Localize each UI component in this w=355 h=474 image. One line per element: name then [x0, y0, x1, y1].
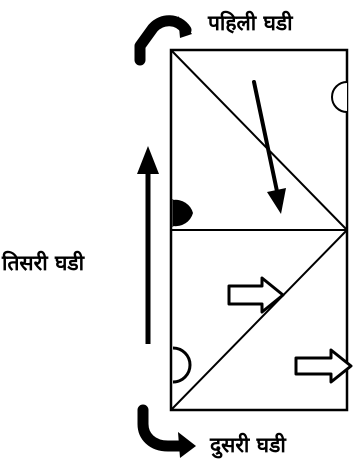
- first-fold-hook-icon: [134, 15, 192, 66]
- second-fold-hook-icon: [137, 404, 196, 458]
- third-fold-up-arrow-icon: [137, 146, 159, 344]
- filled-semicircle-bottom-icon: [173, 213, 193, 227]
- outline-right-arrow-icon: [294, 348, 353, 384]
- down-arrow-icon: [252, 80, 286, 214]
- second-fold-hook-tip-icon: [178, 432, 196, 458]
- first-fold-label: पहिली घडी: [207, 10, 294, 35]
- lower-diagonal-line: [170, 229, 348, 411]
- second-fold-label: दुसरी घडी: [209, 432, 287, 459]
- third-fold-label: तिसरी घडी: [1, 250, 86, 275]
- outline-right-arrow-icon: [227, 276, 285, 314]
- first-fold-hook-tip-icon: [178, 16, 192, 38]
- upper-diagonal-line: [170, 49, 348, 231]
- left-semicircle-hole: [172, 346, 192, 384]
- filled-semicircle-top-icon: [173, 199, 193, 213]
- right-semicircle-hole: [331, 81, 348, 113]
